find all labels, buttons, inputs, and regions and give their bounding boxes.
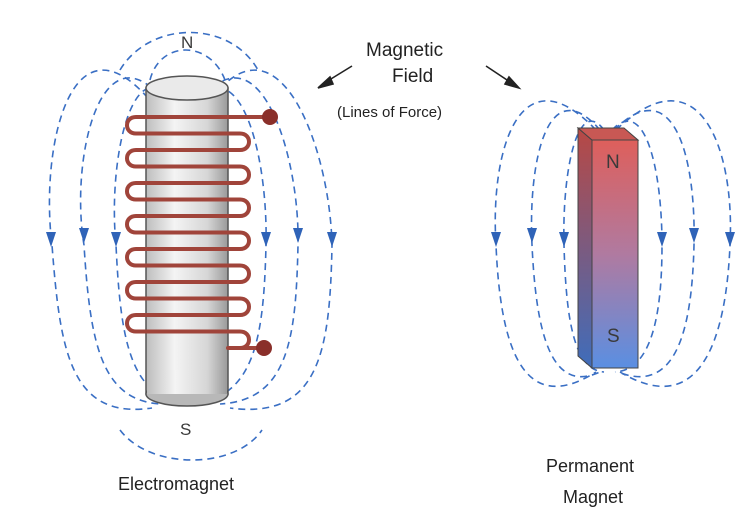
- em-field-line-bottom-loop: [119, 429, 263, 461]
- electromagnet-field-arrows: [46, 228, 337, 247]
- label-pointer-arrows: [317, 65, 522, 90]
- electromagnet-caption: Electromagnet: [118, 474, 235, 494]
- arrow-icon: [46, 232, 56, 247]
- arrow-icon: [261, 232, 271, 247]
- em-field-line-left-1: [48, 69, 153, 411]
- arrow-icon: [111, 232, 121, 247]
- em-field-line-top-loop: [149, 49, 226, 81]
- permanent-magnet-caption-line2: Magnet: [563, 487, 624, 507]
- electromagnet-north-label: N: [181, 33, 194, 52]
- field-label-line2: Field: [392, 66, 434, 87]
- arrow-icon: [503, 75, 522, 90]
- coil-terminals: [228, 109, 278, 356]
- electromagnet-south-label: S: [180, 420, 192, 439]
- permanent-magnet-field-arrows: [491, 228, 735, 247]
- pm-field-line-right-2: [613, 109, 695, 378]
- electromagnet-core: [145, 75, 229, 407]
- arrow-icon: [293, 228, 303, 243]
- permanent-magnet-caption-line1: Permanent: [546, 456, 635, 476]
- arrow-icon: [527, 228, 537, 243]
- arrow-icon: [657, 232, 667, 247]
- field-label-line1: Magnetic: [366, 40, 444, 61]
- arrow-icon: [689, 228, 699, 243]
- coil-winding: [125, 115, 251, 350]
- em-field-line-left-2: [79, 77, 161, 405]
- arrow-icon: [725, 232, 735, 247]
- electromagnet-coil: [125, 115, 251, 350]
- arrow-icon: [491, 232, 501, 247]
- arrow-icon: [317, 75, 335, 89]
- coil-terminal-top: [262, 109, 278, 125]
- permanent-magnet-south-label: S: [607, 326, 620, 347]
- em-field-line-right-3: [195, 86, 267, 401]
- arrow-icon: [559, 232, 569, 247]
- arrow-icon: [79, 228, 89, 243]
- field-label-line3: (Lines of Force): [337, 104, 443, 121]
- pm-field-line-left-2: [530, 109, 601, 378]
- arrow-icon: [327, 232, 337, 247]
- permanent-magnet-bar: [576, 126, 640, 370]
- pm-field-line-left-1: [494, 100, 597, 387]
- coil-terminal-bottom: [256, 340, 272, 356]
- permanent-magnet-north-label: N: [606, 152, 620, 173]
- em-field-line-top-loop-2: [119, 31, 259, 71]
- pm-field-line-right-3: [611, 120, 663, 373]
